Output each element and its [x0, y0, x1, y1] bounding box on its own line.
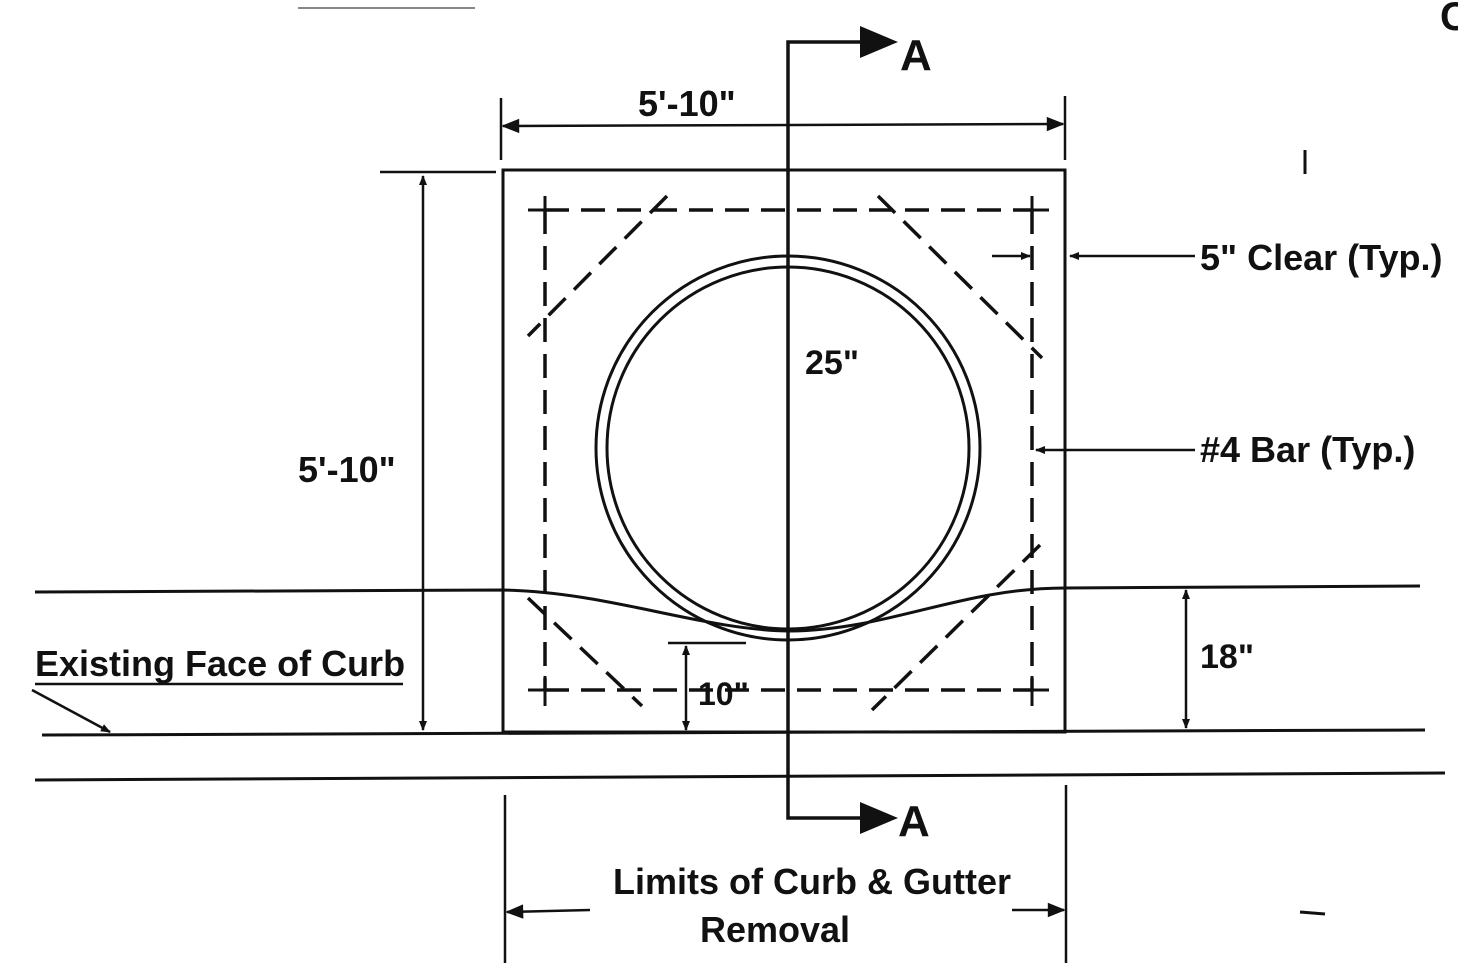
removal-arrow-left — [505, 904, 591, 919]
removal-label-line2: Removal — [700, 909, 850, 950]
existing-curb-label: Existing Face of Curb — [35, 643, 405, 684]
section-arrow-top — [860, 26, 898, 58]
curb-top-line — [34, 584, 1421, 633]
top-width-label: 5'-10" — [638, 83, 736, 124]
curb-bottom-line — [41, 728, 1426, 737]
bar-label: #4 Bar (Typ.) — [1200, 429, 1415, 470]
curb-height-label: 18" — [1200, 638, 1254, 676]
top-width-dimension-line — [501, 116, 1065, 134]
clear-cover-label: 5" Clear (Typ.) — [1200, 237, 1442, 278]
section-marker-bottom: A — [898, 797, 930, 846]
section-cut-line — [786, 40, 890, 820]
existing-curb-leader — [31, 688, 111, 734]
section-marker-top: A — [900, 31, 932, 80]
rebar-diagonal-top-right — [876, 194, 1044, 360]
bottom-offset-label: 10" — [698, 676, 749, 712]
rebar-diagonal-bottom-left — [526, 596, 644, 708]
stray-mark — [1299, 910, 1326, 916]
rebar-corner-ticks — [528, 196, 1049, 706]
gutter-line — [34, 771, 1446, 782]
rebar-diagonal-top-left — [526, 194, 669, 338]
corner-mark: C — [1440, 0, 1458, 39]
removal-label-line1: Limits of Curb & Gutter — [613, 861, 1011, 902]
section-arrow-bottom — [860, 802, 898, 834]
pipe-diameter-label: 25" — [805, 344, 859, 382]
rebar-diagonal-bottom-right — [870, 543, 1042, 712]
left-height-label: 5'-10" — [298, 449, 396, 490]
rebar-cage — [526, 194, 1044, 712]
